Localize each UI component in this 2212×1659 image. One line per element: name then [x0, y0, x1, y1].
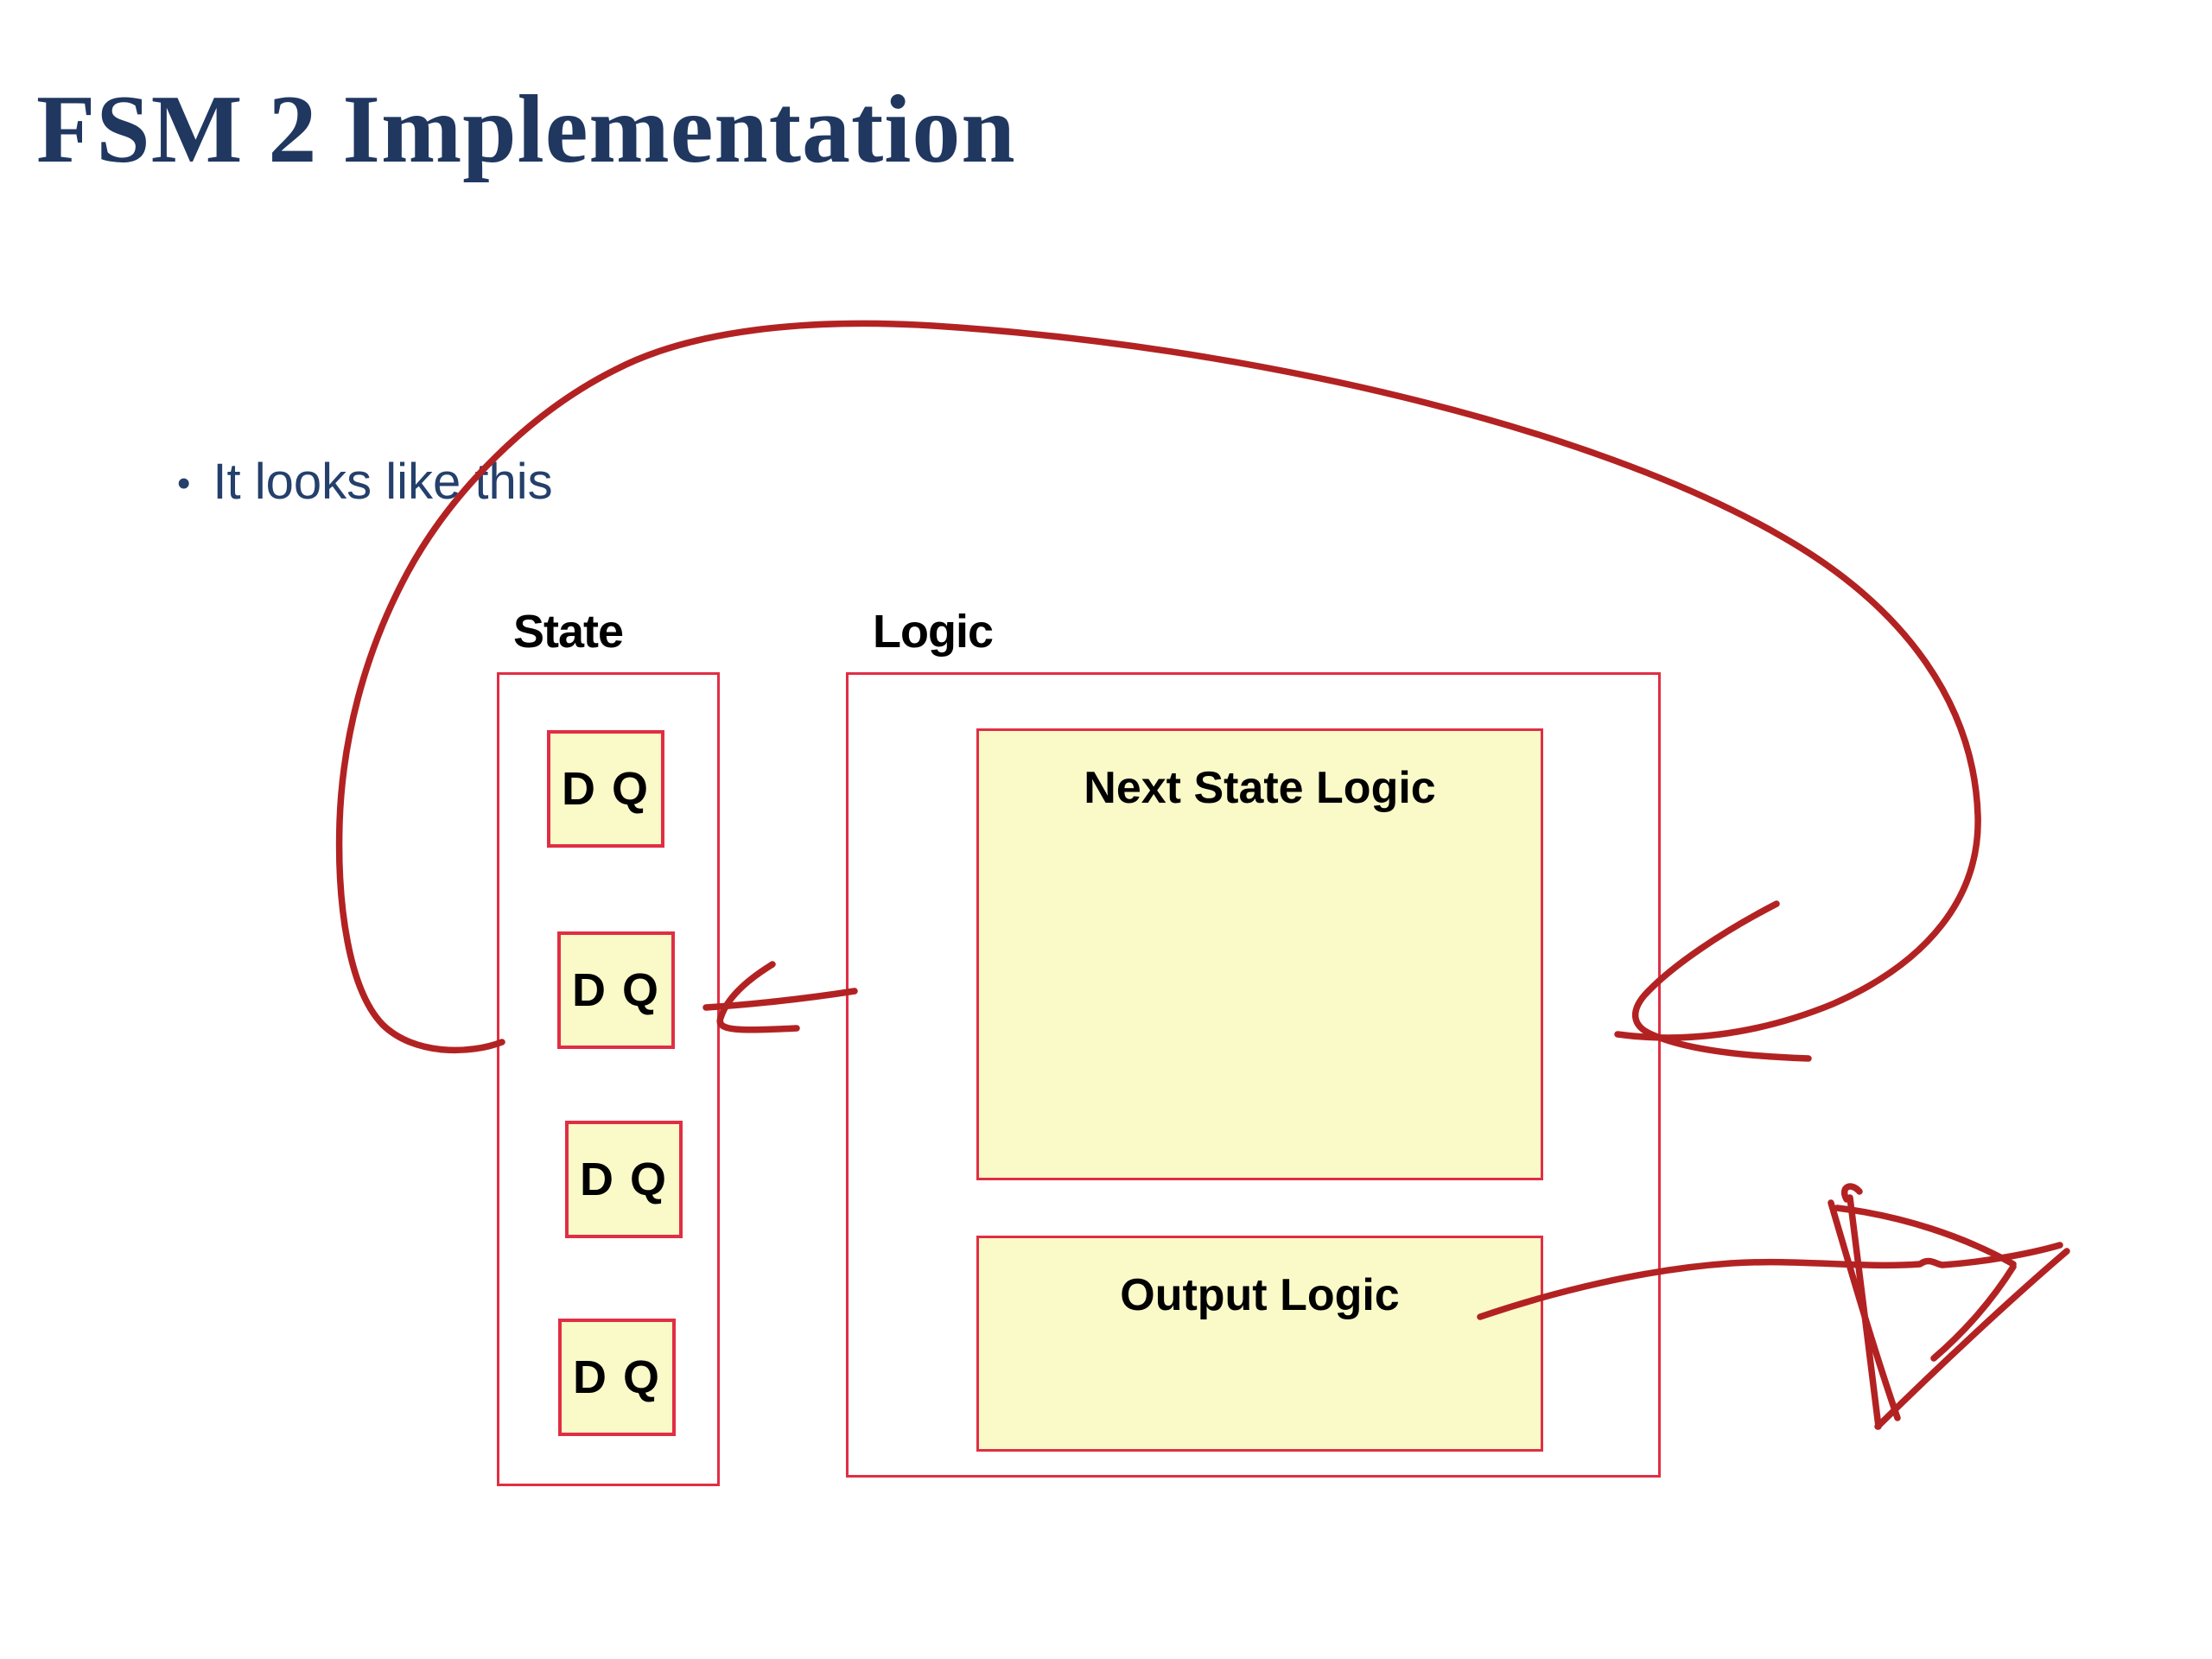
slide-title: FSM 2 Implementation [36, 76, 1016, 183]
triangle-arrowhead-left-stroke-2 [1847, 1194, 1882, 1430]
bullet-marker: • [177, 461, 191, 505]
logic-input-arrowhead [1632, 900, 1812, 1062]
output-logic-block: Output Logic [976, 1236, 1543, 1452]
triangle-arrowhead-right-inner-stroke [1930, 1263, 2017, 1362]
next-state-logic-block: Next State Logic [976, 728, 1543, 1180]
triangle-arrowhead-top-hook [1840, 1183, 1863, 1203]
flip-flop-label: D Q [571, 964, 660, 1016]
flip-flop-label: D Q [572, 1351, 661, 1403]
next-state-logic-label: Next State Logic [1084, 763, 1436, 813]
output-logic-label: Output Logic [1120, 1270, 1400, 1320]
state-input-arrow-tail [702, 988, 858, 1011]
triangle-arrowhead-left-stroke-1 [1827, 1199, 1901, 1421]
triangle-arrowhead-top-stroke [1834, 1205, 2017, 1268]
triangle-arrowhead-sweep-stroke [1874, 1248, 2070, 1430]
flip-flop-label: D Q [561, 763, 650, 815]
flip-flop-box: D Q [547, 730, 664, 848]
flip-flop-box: D Q [558, 1319, 676, 1436]
bullet-text: It looks like this [213, 454, 553, 510]
flip-flop-box: D Q [565, 1121, 683, 1238]
flip-flop-box: D Q [557, 931, 675, 1049]
state-section-label: State [513, 606, 624, 658]
bullet-item: • It looks like this [177, 453, 553, 511]
state-input-arrow-head [716, 961, 800, 1033]
flip-flop-label: D Q [579, 1154, 668, 1205]
logic-section-label: Logic [873, 606, 994, 658]
